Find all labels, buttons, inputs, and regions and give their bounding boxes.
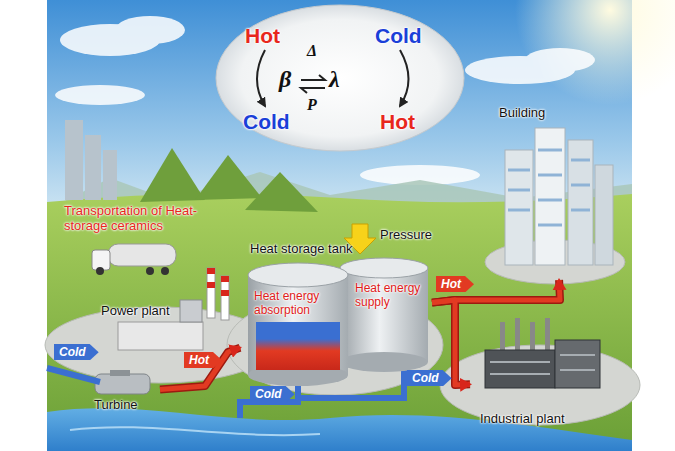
pipe-outline [160, 348, 240, 390]
sun-glow [515, 0, 675, 105]
heat-storage-tanks [248, 258, 428, 386]
cold-word: Cold [375, 24, 422, 48]
chimney-stripe [221, 290, 229, 296]
boiler [180, 300, 202, 322]
windows [508, 150, 590, 225]
chimney-stripe [221, 276, 229, 282]
pressure-label: Pressure [380, 228, 432, 243]
wheel [161, 267, 169, 275]
tower [85, 135, 101, 200]
change-arrow [400, 50, 409, 106]
hills [140, 148, 318, 212]
turbine-casing [95, 374, 150, 394]
chimney [545, 318, 550, 352]
industrial-plant-node: Industrial plant [470, 330, 615, 432]
building-node: Building [495, 104, 615, 280]
truck-cab [92, 250, 110, 270]
platforms [45, 240, 640, 425]
heat-symbol: Δ [307, 42, 317, 60]
tank-top [248, 263, 348, 287]
ellipse-shape [216, 5, 464, 151]
tower [505, 150, 533, 265]
chimney-stripe [207, 268, 215, 274]
reaction-ellipse: HotColdβλΔPColdHot [215, 4, 465, 152]
cloud [115, 16, 185, 44]
truck-tank [108, 244, 176, 266]
chimney-stripe [207, 282, 215, 288]
power-plant-node: Power plant [95, 300, 205, 345]
node-label: Industrial plant [480, 412, 565, 427]
heat-storage-tank: Heat storage tankHeat energy absorption H… [240, 242, 432, 385]
river-ripple [70, 427, 320, 435]
change-arrow [257, 50, 265, 106]
cloud [55, 85, 145, 105]
node-label: Heat storage tank [250, 242, 353, 257]
node-label: Building [499, 106, 545, 121]
pressure-symbol: P [307, 96, 317, 114]
phase-symbol: β [279, 66, 291, 94]
transport-note: Transportation of Heat-storage ceramics [64, 204, 212, 234]
hot-pipe [160, 348, 240, 390]
wheel [146, 267, 154, 275]
flow-badge: Cold [54, 344, 99, 360]
hot-word: Hot [380, 110, 415, 134]
turbine-node: Turbine [80, 370, 160, 415]
flow-badge: Cold [250, 386, 295, 402]
cold-word: Cold [243, 110, 290, 134]
turbine-figure [95, 370, 150, 394]
building-figure [505, 128, 613, 265]
flow-badge: Hot [184, 352, 222, 368]
equilibrium-arrow [301, 75, 325, 80]
factory-windows [490, 355, 595, 374]
hill [195, 155, 262, 200]
hot-word: Hot [245, 24, 280, 48]
distant-city [65, 120, 117, 200]
truck [92, 244, 176, 275]
node-label: Power plant [101, 304, 170, 319]
hill [245, 172, 318, 212]
chimney [500, 322, 505, 352]
tank-top [340, 258, 428, 278]
process-note: Heat energy absorption [254, 290, 332, 318]
cloud [525, 48, 595, 72]
tower [103, 150, 117, 200]
factory-hall [555, 340, 600, 388]
tower [65, 120, 83, 200]
chimney [207, 268, 215, 318]
flow-badge: Hot [436, 276, 474, 292]
cold-water-pipe [47, 368, 100, 382]
hill [140, 148, 205, 202]
tower [595, 165, 613, 265]
wheel [96, 267, 104, 275]
node-label: Turbine [94, 398, 138, 413]
tank-body [340, 268, 428, 362]
flow-badge: Cold [407, 370, 452, 386]
tank-cutaway [256, 322, 340, 370]
industrial-figure [485, 318, 600, 388]
equilibrium-arrow [301, 88, 325, 93]
phase-symbol: λ [329, 66, 340, 94]
chimney [515, 318, 520, 352]
tank-bottom [340, 352, 428, 372]
chimney [530, 322, 535, 352]
river [47, 408, 632, 451]
factory-hall [485, 350, 555, 388]
tank-body [248, 275, 348, 375]
plant-hall [118, 322, 203, 350]
process-note: Heat energy supply [355, 282, 425, 310]
chimney [221, 276, 229, 320]
turbine-top [110, 370, 130, 376]
